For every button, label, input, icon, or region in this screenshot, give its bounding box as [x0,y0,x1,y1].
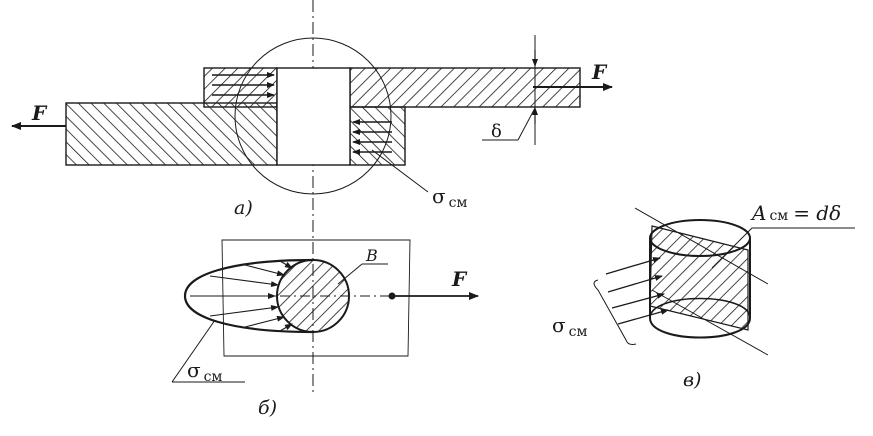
cylinder-bottom-back [649,297,751,319]
stress-envelope [183,258,314,334]
top-plate-left [203,67,278,108]
plate-outline-b [221,239,411,357]
subfig-v-label: в) [683,369,701,391]
rivet-section-b [276,259,350,333]
force-label-left: F [31,101,48,125]
projection-plane [649,225,749,331]
figure-v [593,207,855,356]
construction-line-upper [634,207,769,285]
thickness-label: δ [491,121,502,142]
bottom-plate-right [349,106,406,166]
construction-line-lower [651,289,769,356]
bearing-arrows-bottom [352,119,392,155]
cylinder-bottom-front [649,317,751,339]
subfig-b-label: б) [258,397,277,419]
sigma-leader-a [371,149,429,193]
figure-a [11,0,613,220]
stress-arrows-b [190,260,293,332]
point-b-leader [337,263,363,285]
area-leader [711,227,753,269]
bottom-plate-left [65,102,278,166]
bearing-arrows-top [212,72,275,98]
thickness-leader [517,107,536,141]
point-b-label: B [365,246,378,265]
sigma-leader-b [171,319,216,383]
subfig-a-label: а) [234,197,253,219]
force-label-right: F [591,60,608,84]
force-label-b: F [451,267,468,291]
stress-brace [593,279,637,345]
stress-arrows-v [605,257,669,325]
rivet-shank [276,67,351,166]
figure-b [171,220,479,392]
